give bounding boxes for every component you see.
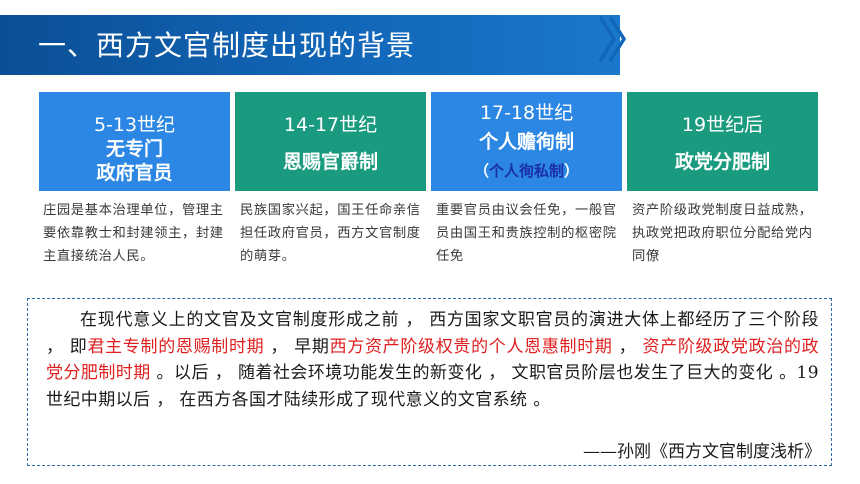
quote-box: 在现代意义上的文官及文官制度形成之前 ， 西方国家文职官员的演进大体上都经历了三… xyxy=(27,298,832,466)
highlight-phrase: 君主专制的恩赐制时期 xyxy=(87,336,265,357)
stage-description-4: 资产阶级政党制度日益成熟，执政党把政府职位分配给党内同僚 xyxy=(632,203,813,264)
stage-description-2: 民族国家兴起，国王任命亲信担任政府官员，西方文官制度的萌芽。 xyxy=(240,203,421,264)
stage-name: 恩赐官爵制 xyxy=(282,151,378,173)
stage-period: 14-17世纪 xyxy=(283,114,378,136)
double-chevron-right-icon xyxy=(598,16,627,62)
stage-description-1: 庄园是基本治理单位，管理主要依靠教士和封建领主，封建主直接统治人民。 xyxy=(43,203,224,264)
stage-name: 政府官员 xyxy=(96,162,173,184)
stage-description-3: 重要官员由议会任免，一般官员由国王和贵族控制的枢密院任免 xyxy=(436,203,617,264)
stage-subtitle-text: 个人徇私制 xyxy=(488,162,564,180)
quote-paragraph: 在现代意义上的文官及文官制度形成之前 ， 西方国家文职官员的演进大体上都经历了三… xyxy=(46,310,820,410)
highlight-phrase: 西方资产阶级权贵的个人恩惠制时期 xyxy=(329,336,613,357)
title-banner: 一、西方文官制度出现的背景 xyxy=(0,15,620,75)
stage-period: 5-13世纪 xyxy=(93,114,176,136)
stage-box-1: 5-13世纪 无专门 政府官员 xyxy=(39,92,230,191)
stage-subtitle: （个人徇私制） xyxy=(473,162,580,180)
stage-name: 无专门 xyxy=(105,138,163,160)
stage-name: 政党分肥制 xyxy=(674,151,770,173)
stage-period: 19世纪后 xyxy=(681,114,764,136)
stage-period: 17-18世纪 xyxy=(479,102,574,124)
highlight-phrase: 资产阶级政党政治的政党分肥制时期 xyxy=(46,336,820,384)
stage-box-2: 14-17世纪 恩赐官爵制 xyxy=(235,92,426,191)
stage-name: 个人赡徇制 xyxy=(478,131,574,153)
quote-source: ——孙刚《西方文官制度浅析》 xyxy=(583,442,821,462)
page-title: 一、西方文官制度出现的背景 xyxy=(38,29,416,62)
stage-box-3: 17-18世纪 个人赡徇制 （个人徇私制） xyxy=(431,92,622,191)
stage-box-4: 19世纪后 政党分肥制 xyxy=(627,92,818,191)
